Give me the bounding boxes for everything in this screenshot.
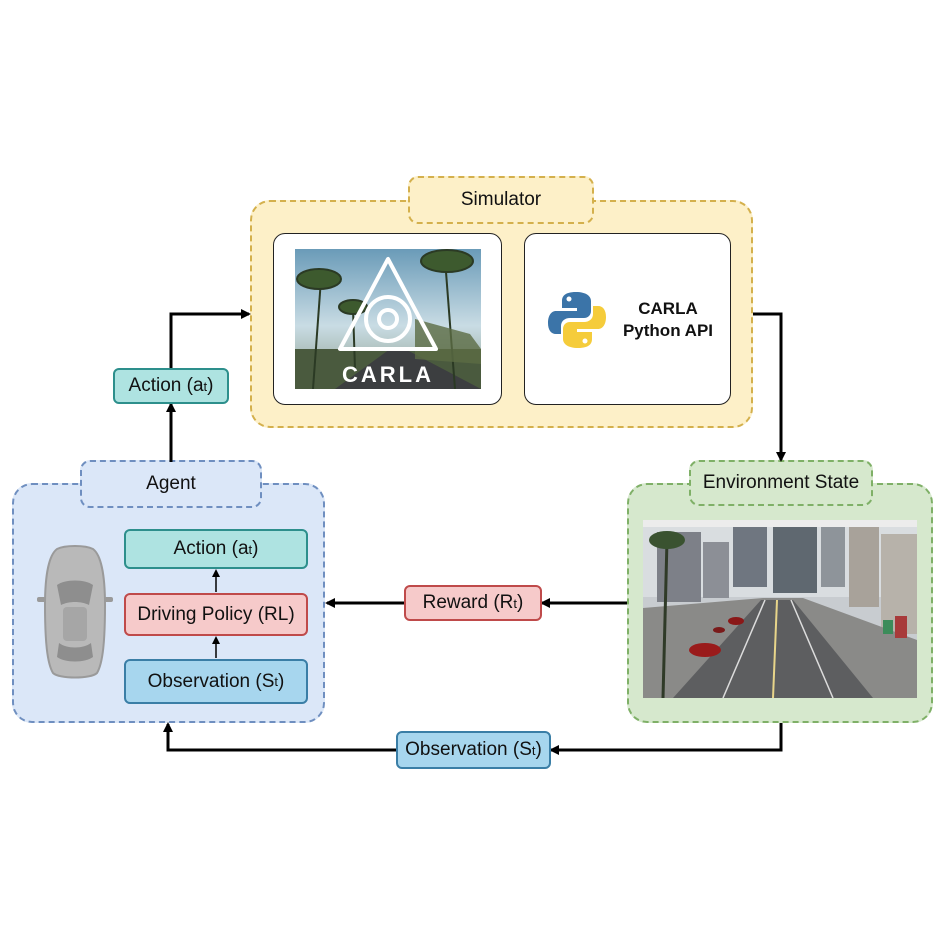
action-flow-paren: ) xyxy=(207,375,214,396)
driving-policy-box: Driving Policy (RL) xyxy=(124,593,308,636)
agent-observation-subscript: t xyxy=(274,674,279,689)
action-to-simulator-arrow xyxy=(169,309,251,370)
python-api-text: CARLA Python API xyxy=(613,298,723,342)
agent-observation-text: Observation (S xyxy=(147,670,275,692)
carla-logo-text: CARLA xyxy=(342,362,434,387)
action-flow-subscript: t xyxy=(203,378,208,394)
agent-action-paren: ) xyxy=(252,538,259,559)
simulator-label: Simulator xyxy=(408,176,594,224)
carla-card: CARLA xyxy=(273,233,502,405)
observation-flow-paren: ) xyxy=(535,739,542,760)
python-api-line2: Python API xyxy=(622,321,714,340)
agent-observation-paren: ) xyxy=(278,670,285,692)
observation-flow-subscript: t xyxy=(531,742,536,758)
car-icon xyxy=(37,545,113,679)
reward-flow-subscript: t xyxy=(513,595,518,611)
carla-scene-image: CARLA xyxy=(295,249,481,389)
observation-to-agent-arrow xyxy=(163,722,396,752)
python-logo-icon xyxy=(548,292,606,348)
python-api-card: CARLA Python API xyxy=(524,233,731,405)
reward-flow-text: Reward (R xyxy=(422,592,514,613)
agent-action-subscript: t xyxy=(248,541,253,557)
action-flow-text: Action (a xyxy=(128,375,204,396)
python-api-line1: CARLA xyxy=(638,299,698,318)
agent-label: Agent xyxy=(80,460,262,508)
agent-action-text: Action (a xyxy=(173,538,249,559)
environment-to-observation-arrow xyxy=(549,723,783,755)
environment-state-label: Environment State xyxy=(689,460,873,506)
observation-flow-text: Observation (S xyxy=(405,739,532,760)
simulator-to-environment-arrow xyxy=(753,312,786,462)
reward-flow-paren: ) xyxy=(517,592,524,613)
environment-screenshot xyxy=(643,520,917,698)
